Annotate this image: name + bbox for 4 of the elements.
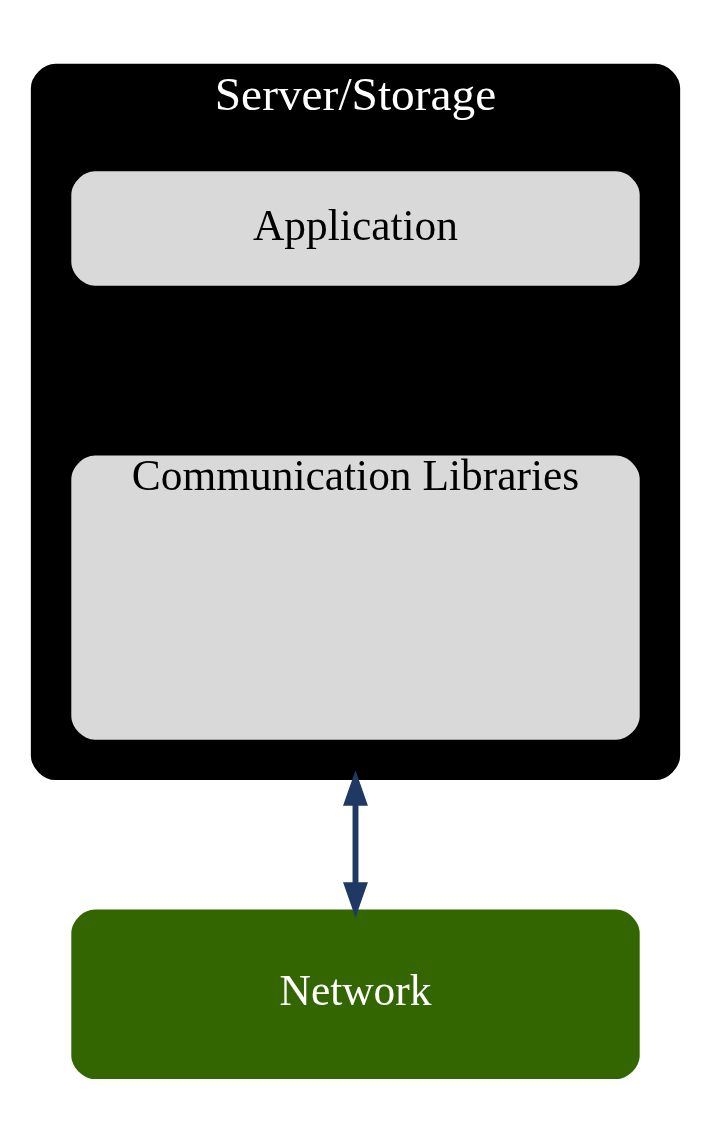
node-box: Network — [71, 908, 640, 1079]
node-box: Communication Libraries — [71, 454, 640, 740]
node-box: Application — [71, 170, 640, 286]
arrow — [343, 769, 368, 918]
